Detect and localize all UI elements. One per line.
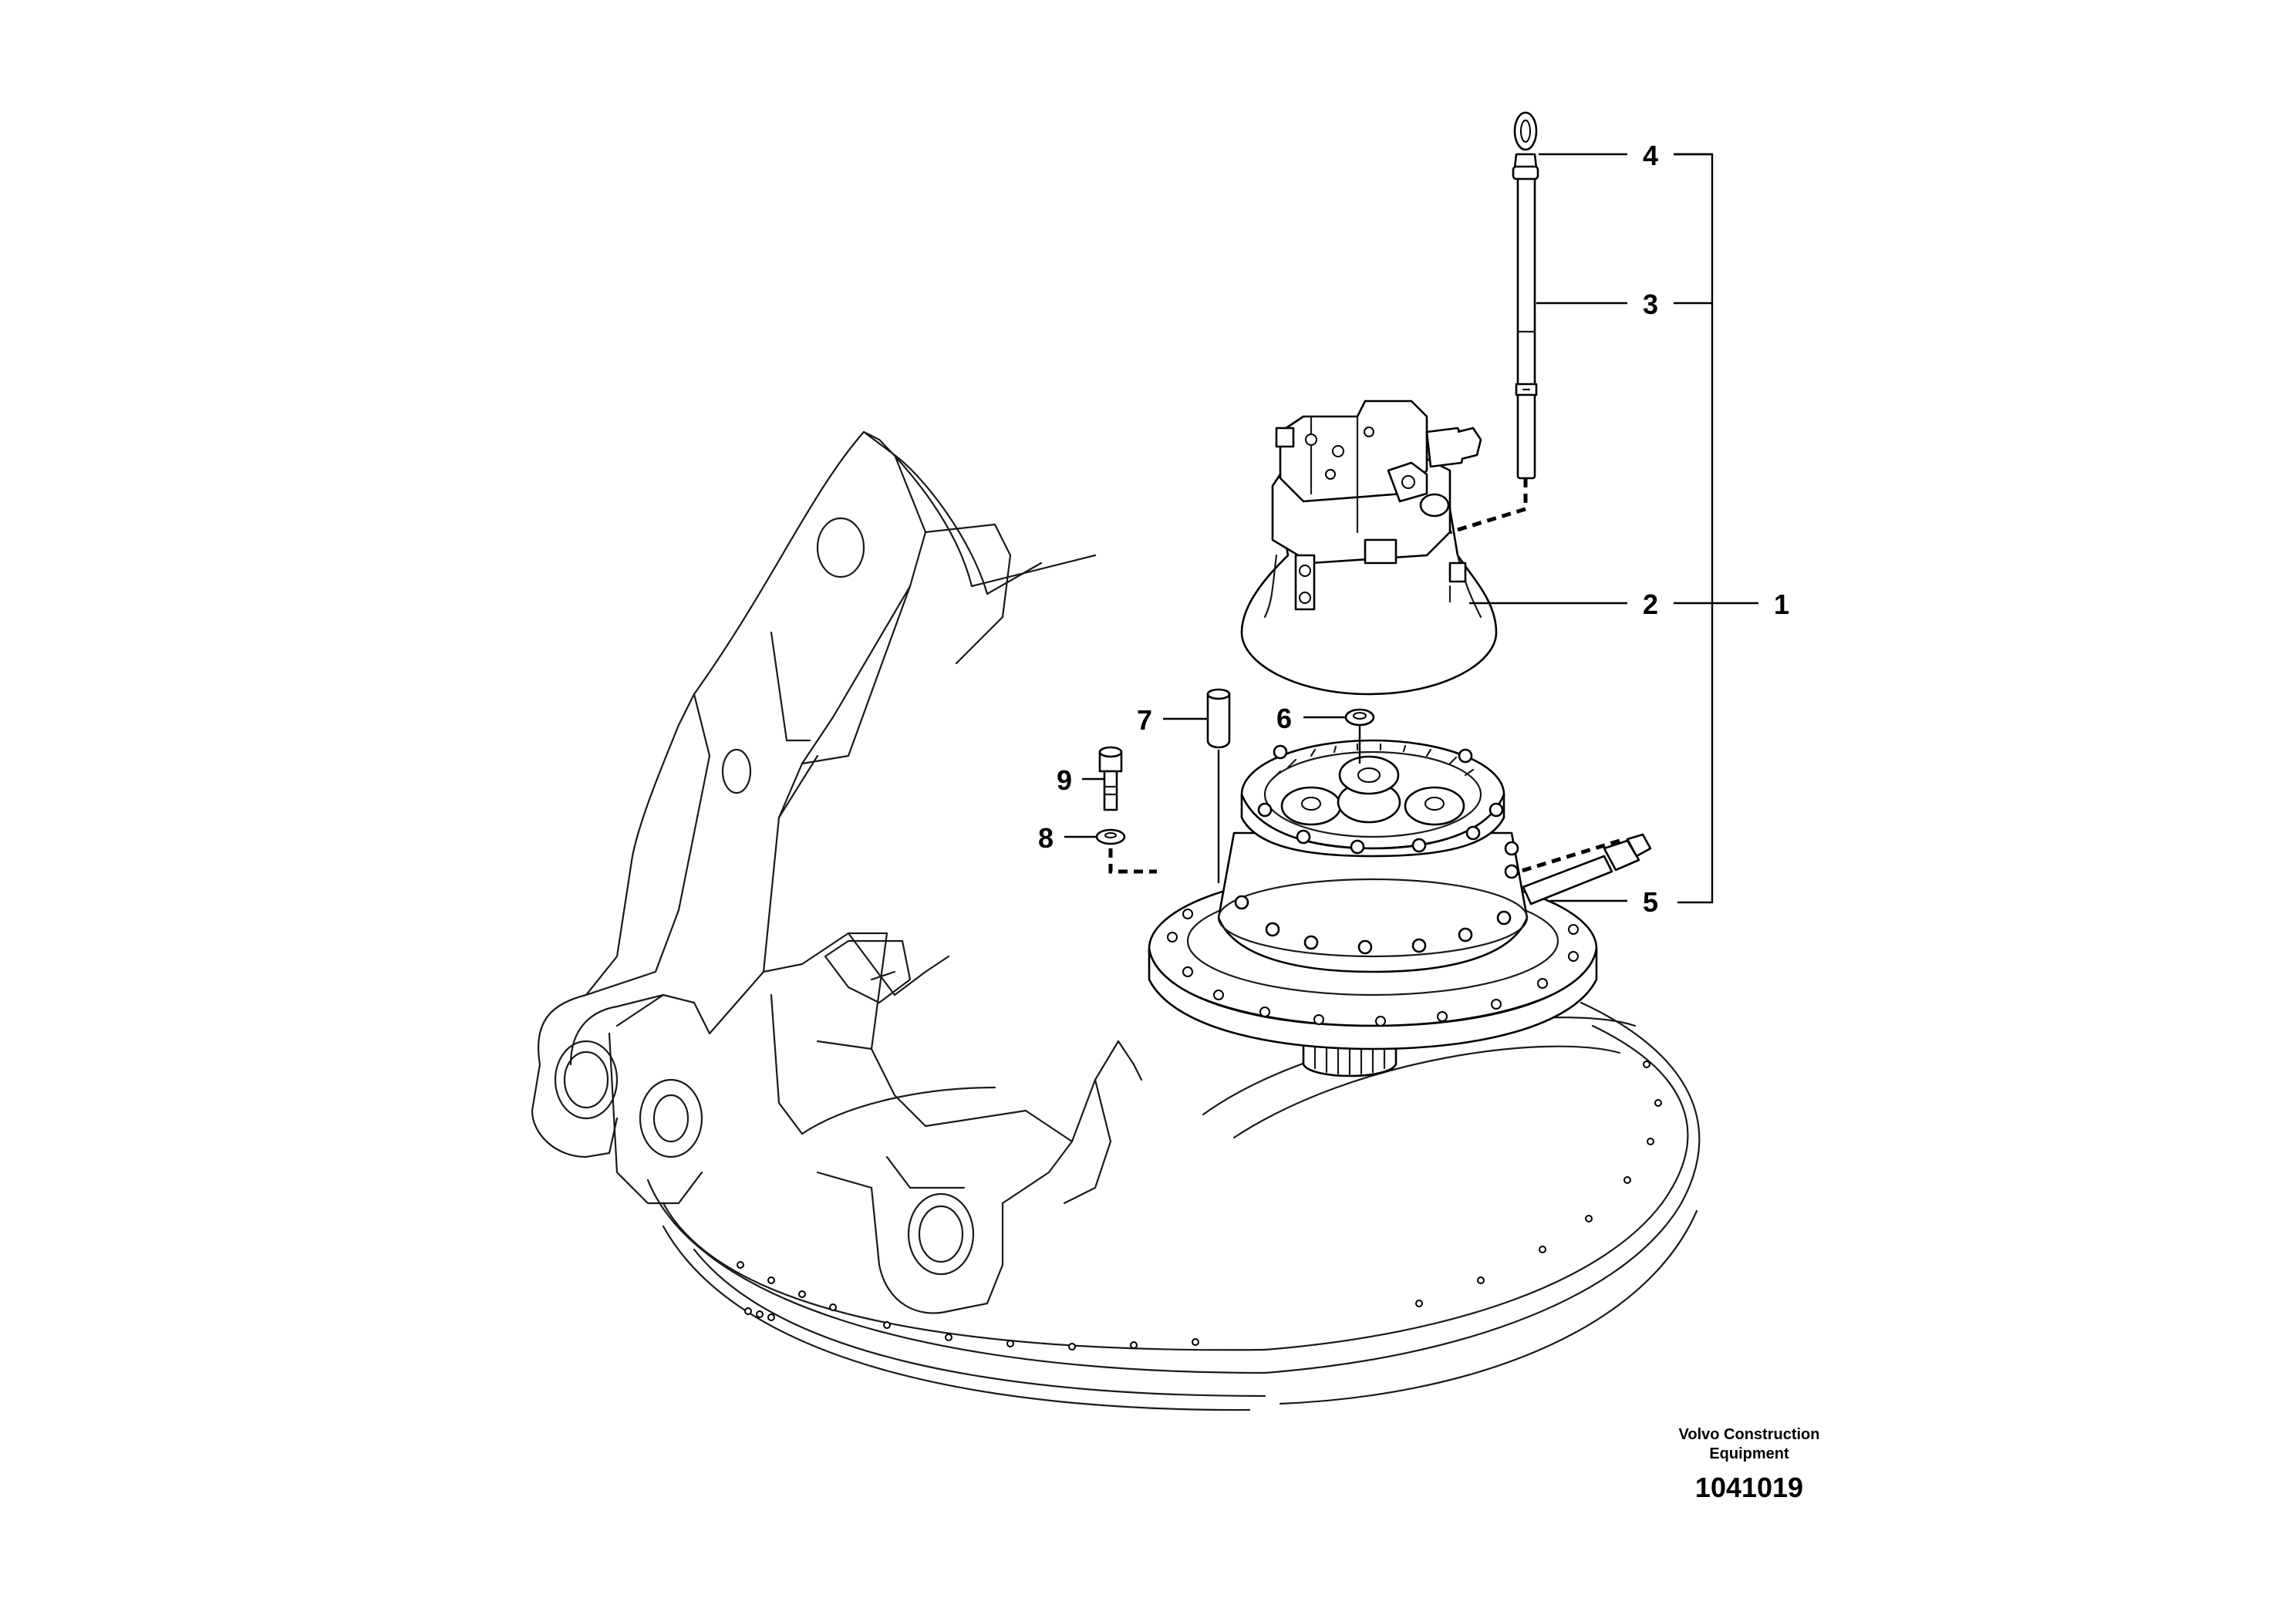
part-8-washer [1095, 828, 1126, 845]
ring-bolt-holes [737, 1061, 1662, 1351]
part-7-pin [1206, 688, 1231, 883]
upper-frame-outline [531, 430, 1701, 1411]
callout-7: 7 [1137, 704, 1152, 736]
callout-labels: 4 3 2 1 5 6 7 9 8 [1038, 140, 1789, 918]
figure-number: 1041019 [1695, 1472, 1803, 1503]
credit-line-1: Volvo Construction [1679, 1426, 1820, 1443]
bolt-install-path [1108, 848, 1157, 874]
part-9-bolt [1098, 746, 1123, 811]
callout-8: 8 [1038, 822, 1054, 854]
dipstick-tube [1515, 176, 1538, 480]
swing-motor [1240, 400, 1498, 696]
gear-dipstick-install-path [1519, 838, 1620, 874]
callout-6: 6 [1276, 703, 1292, 734]
top-bolts [1234, 744, 1519, 955]
flange-bolt-holes [1167, 909, 1579, 1027]
callout-9: 9 [1057, 764, 1072, 796]
publisher-credit: Volvo Construction Equipment 1041019 [1679, 1426, 1820, 1503]
ring-gear-teeth [1271, 743, 1475, 781]
callout-2: 2 [1643, 588, 1658, 620]
callout-3: 3 [1643, 288, 1658, 320]
dipstick-cap [1512, 111, 1539, 180]
reduction-gear [1148, 739, 1652, 1077]
callout-5: 5 [1643, 886, 1658, 918]
credit-line-2: Equipment [1709, 1445, 1789, 1462]
callout-1: 1 [1774, 588, 1789, 620]
dipstick-install-path [1449, 478, 1528, 534]
callout-4: 4 [1643, 140, 1658, 171]
callout-leaders [1064, 153, 1758, 904]
